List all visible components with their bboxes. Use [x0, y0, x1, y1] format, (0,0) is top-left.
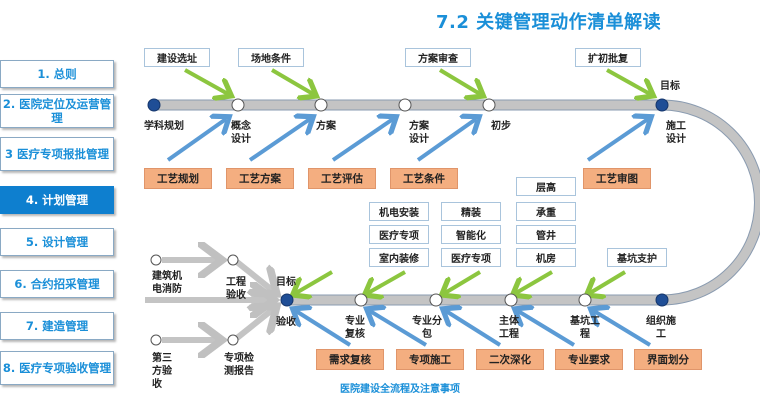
- node-professional-review: [354, 293, 368, 307]
- acceptance-arrows: [145, 260, 272, 340]
- process-secondary-deepening-box: 二次深化: [476, 349, 544, 370]
- goal-label: 目标: [660, 81, 680, 92]
- green-arrow: [368, 270, 406, 293]
- process-scheme-box: 工艺方案: [226, 168, 294, 189]
- nav-item-acceptance[interactable]: 8. 医疗专项验收管理: [0, 351, 114, 385]
- acceptance-label: 建筑机电消防: [152, 271, 182, 295]
- stack-item: 室内装修: [369, 248, 429, 267]
- stack-item: 医疗专项: [369, 225, 429, 244]
- node-scheme: [314, 98, 328, 112]
- blue-arrow: [370, 311, 428, 347]
- node-label: 初步: [491, 121, 511, 132]
- goal-label: 目标: [276, 277, 296, 288]
- nav-item-general[interactable]: 1. 总则: [0, 60, 114, 88]
- nav-item-medical-approval[interactable]: 3 医疗专项报批管理: [0, 137, 114, 171]
- nav-item-construction[interactable]: 7. 建造管理: [0, 312, 114, 340]
- node-label: 方案设计: [409, 121, 429, 145]
- green-arrow: [270, 68, 313, 94]
- input-site-selection: 建设选址: [144, 48, 210, 67]
- process-demand-review-box: 需求复核: [316, 349, 384, 370]
- node-label: 专业分包: [412, 316, 442, 340]
- node-third-party: [150, 334, 162, 346]
- node-main-structure: [504, 293, 518, 307]
- node-inspection-report: [227, 334, 239, 346]
- green-arrow: [516, 270, 554, 293]
- blue-arrow: [296, 311, 352, 347]
- blue-arrow: [586, 119, 648, 162]
- green-arrow: [590, 270, 627, 293]
- node-label: 主体工程: [499, 316, 519, 340]
- stack-item: 机电安装: [369, 202, 429, 221]
- process-planning-box: 工艺规划: [144, 168, 212, 189]
- stack-item: 承重: [516, 202, 576, 221]
- node-label: 方案: [316, 121, 336, 132]
- blue-arrow: [416, 119, 476, 162]
- node-label: 概念设计: [231, 121, 251, 145]
- process-conditions-box: 工艺条件: [390, 168, 458, 189]
- blue-arrow: [166, 119, 226, 162]
- green-arrow: [606, 68, 650, 94]
- nav-item-planning[interactable]: 4. 计划管理: [0, 186, 114, 214]
- nav-item-design[interactable]: 5. 设计管理: [0, 228, 114, 256]
- stack-item: 机房: [516, 248, 576, 267]
- green-arrow: [445, 270, 482, 293]
- node-scheme-design: [398, 98, 412, 112]
- acceptance-label: 第三方验收: [152, 353, 172, 390]
- node-acceptance-engineering: [227, 254, 239, 266]
- node-concept-design: [231, 98, 245, 112]
- blue-arrow: [594, 311, 652, 347]
- node-organize-construction: [655, 293, 669, 307]
- green-arrow: [296, 270, 334, 293]
- acceptance-label: 专项检测报告: [224, 353, 254, 377]
- nav-item-procurement[interactable]: 6. 合约招采管理: [0, 270, 114, 298]
- input-scheme-review: 方案审查: [405, 48, 471, 67]
- node-label: 学科规划: [144, 121, 184, 132]
- node-label: 专业复核: [345, 316, 365, 340]
- blue-arrow: [518, 311, 576, 347]
- input-preliminary-approval: 扩初批复: [575, 48, 641, 67]
- diagram-caption: 医院建设全流程及注意事项: [340, 384, 460, 395]
- node-acceptance: [280, 293, 294, 307]
- stack-item: 管井: [516, 225, 576, 244]
- node-label: 基坑工程: [570, 316, 600, 340]
- node-discipline-planning: [147, 98, 161, 112]
- blue-arrow: [331, 119, 393, 162]
- process-drawing-review-box: 工艺审图: [583, 168, 651, 189]
- stack-item: 精装: [441, 202, 501, 221]
- green-arrow: [438, 68, 480, 94]
- process-professional-req-box: 专业要求: [555, 349, 623, 370]
- input-site-conditions: 场地条件: [238, 48, 304, 67]
- process-special-construction-box: 专项施工: [396, 349, 464, 370]
- stack-item: 智能化: [441, 225, 501, 244]
- process-evaluation-box: 工艺评估: [308, 168, 376, 189]
- stack-item: 基坑支护: [607, 248, 667, 267]
- blue-arrow: [446, 311, 502, 347]
- page-title: 7.2 关键管理动作清单解读: [436, 12, 662, 33]
- blue-arrow: [248, 119, 310, 162]
- node-label: 验收: [276, 317, 296, 328]
- stack-item: 层高: [516, 177, 576, 196]
- process-interface-division-box: 界面划分: [634, 349, 702, 370]
- stack-item: 医疗专项: [441, 248, 501, 267]
- node-label: 组织施工: [646, 316, 676, 340]
- node-foundation: [578, 293, 592, 307]
- node-construction-design: [655, 98, 669, 112]
- node-third-party-start: [150, 254, 162, 266]
- green-arrow: [184, 68, 228, 94]
- node-label: 施工设计: [666, 121, 686, 145]
- node-subcontract: [429, 293, 443, 307]
- acceptance-label: 工程验收: [226, 277, 246, 301]
- node-preliminary: [482, 98, 496, 112]
- nav-item-positioning[interactable]: 2. 医院定位及运营管理: [0, 94, 114, 128]
